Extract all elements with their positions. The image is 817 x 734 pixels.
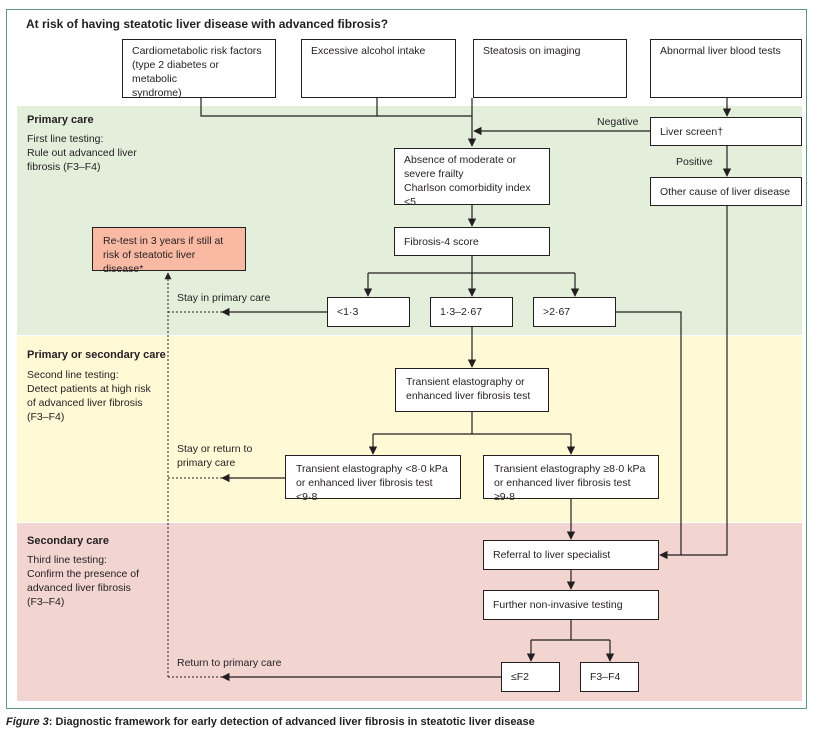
node-text: Cardiometabolic risk factors xyxy=(132,45,262,57)
node-text: or enhanced liver fibrosis test <9·8 xyxy=(296,477,433,503)
diagram-title: At risk of having steatotic liver diseas… xyxy=(26,17,389,31)
node-frailty: Absence of moderate or severe frailty Ch… xyxy=(394,148,550,208)
node-text: Re-test in 3 years if still at xyxy=(103,235,224,247)
node-text: Absence of moderate or xyxy=(404,154,517,166)
node-cardiometabolic: Cardiometabolic risk factors (type 2 dia… xyxy=(122,39,276,99)
zone-desc-line: Detect patients at high risk xyxy=(27,383,151,395)
zone-desc-line: (F3–F4) xyxy=(27,596,65,608)
node-further-testing: Further non-invasive testing xyxy=(483,590,659,620)
zone-desc-line: First line testing: xyxy=(27,133,104,145)
node-fib4-mid: 1·3–2·67 xyxy=(430,297,513,327)
edge-label-negative: Negative xyxy=(597,116,639,128)
node-text: risk of steatotic liver disease* xyxy=(103,249,196,275)
caption-figure-number: Figure 3 xyxy=(6,716,49,728)
node-text: Steatosis on imaging xyxy=(483,45,581,57)
node-text: Excessive alcohol intake xyxy=(311,45,426,57)
node-alcohol: Excessive alcohol intake xyxy=(301,39,456,98)
node-text: Abnormal liver blood tests xyxy=(660,45,781,57)
node-te-low: Transient elastography <8·0 kPa or enhan… xyxy=(285,455,461,503)
node-retest: Re-test in 3 years if still at risk of s… xyxy=(92,227,246,275)
zone-desc-line: fibrosis (F3–F4) xyxy=(27,161,101,173)
node-fib4-high: >2·67 xyxy=(533,297,616,327)
zone-desc-line: (F3–F4) xyxy=(27,411,65,423)
zone-desc-line: of advanced liver fibrosis xyxy=(27,397,143,409)
caption-text: : Diagnostic framework for early detecti… xyxy=(48,716,535,728)
node-text: Transient elastography or xyxy=(406,376,525,388)
edge-label-stay-primary: Stay in primary care xyxy=(177,292,271,304)
node-text: severe frailty xyxy=(404,168,464,180)
zone-desc-primary: First line testing: Rule out advanced li… xyxy=(27,132,167,174)
edge-label-positive: Positive xyxy=(676,156,713,168)
edge-te-split xyxy=(373,412,571,435)
node-referral: Referral to liver specialist xyxy=(483,540,659,570)
node-fib4: Fibrosis-4 score xyxy=(394,227,550,256)
node-text: enhanced liver fibrosis test xyxy=(406,390,531,402)
node-steatosis: Steatosis on imaging xyxy=(473,39,627,98)
zone-secondary-care xyxy=(17,523,802,701)
node-text: Transient elastography <8·0 kPa xyxy=(296,463,448,475)
node-f3-f4: F3–F4 xyxy=(580,662,639,692)
edge-label-stay-return: Stay or return to primary care xyxy=(177,442,252,470)
zone-desc-line: Rule out advanced liver xyxy=(27,147,137,159)
node-blood-tests: Abnormal liver blood tests xyxy=(650,39,802,98)
edge-label-line: primary care xyxy=(177,457,236,469)
edge-fib4-high-referral xyxy=(616,311,682,555)
node-te-elf: Transient elastography or enhanced liver… xyxy=(395,368,549,412)
node-text: syndrome) xyxy=(132,87,182,99)
edge-fib4-split xyxy=(368,256,575,274)
zone-desc-line: Confirm the presence of xyxy=(27,568,140,580)
node-fib4-low: <1·3 xyxy=(327,297,410,327)
edge-further-split xyxy=(531,620,610,641)
edge-label-return-primary: Return to primary care xyxy=(177,657,282,669)
figure-caption: Figure 3: Diagnostic framework for early… xyxy=(6,716,535,728)
edge-cardiometabolic xyxy=(200,98,472,117)
edge-label-line: Stay or return to xyxy=(177,443,253,455)
node-other-cause: Other cause of liver disease xyxy=(650,177,802,206)
node-te-high: Transient elastography ≥8·0 kPa or enhan… xyxy=(483,455,659,503)
node-liver-screen: Liver screen† xyxy=(650,117,802,146)
zone-title-primary-secondary: Primary or secondary care xyxy=(27,349,166,361)
zone-desc-line: Second line testing: xyxy=(27,369,119,381)
zone-desc-line: Third line testing: xyxy=(27,554,107,566)
node-text: or enhanced liver fibrosis test ≥9·8 xyxy=(494,477,631,503)
edge-other-cause-referral xyxy=(659,206,728,560)
zone-title-primary: Primary care xyxy=(27,114,94,126)
node-text: Charlson comorbidity index <5 xyxy=(404,182,531,208)
node-text: (type 2 diabetes or metabolic xyxy=(132,59,219,85)
zone-desc-secondary: Third line testing: Confirm the presence… xyxy=(27,553,167,609)
zone-desc-line: advanced liver fibrosis xyxy=(27,582,131,594)
node-le-f2: ≤F2 xyxy=(501,662,560,692)
zone-title-secondary: Secondary care xyxy=(27,535,109,547)
node-text: Transient elastography ≥8·0 kPa xyxy=(494,463,646,475)
zone-desc-primary-secondary: Second line testing: Detect patients at … xyxy=(27,368,177,424)
